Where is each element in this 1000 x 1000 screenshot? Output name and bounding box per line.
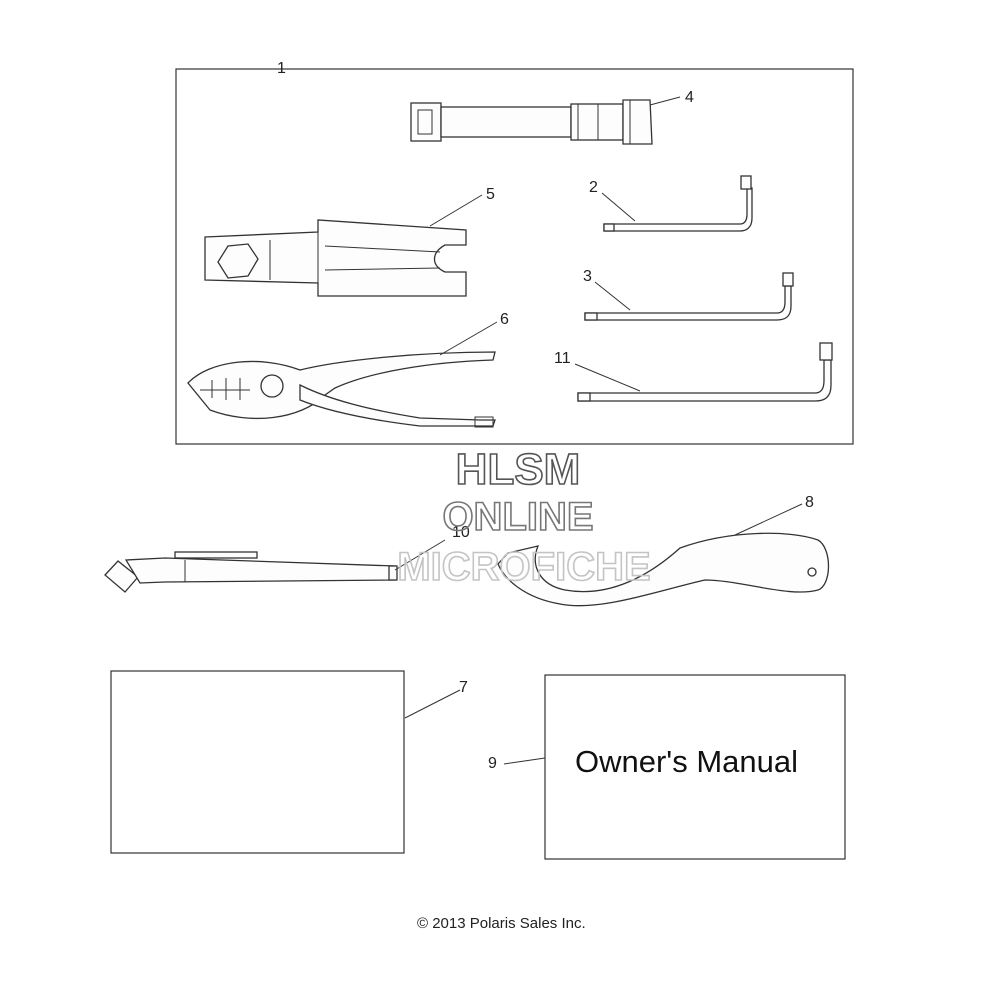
socket-extension-tool	[410, 99, 653, 145]
callout-7: 7	[459, 679, 468, 696]
callout-10: 10	[452, 524, 470, 541]
callout-6: 6	[500, 311, 509, 328]
owners-manual	[544, 674, 846, 860]
callout-1: 1	[277, 60, 286, 77]
hex-key-small	[603, 175, 753, 232]
leader-lines	[394, 96, 803, 765]
manual-title: Owner's Manual	[575, 744, 798, 779]
pliers-tool	[187, 351, 496, 428]
spanner-wrench	[497, 532, 830, 607]
watermark: HLSM ONLINE MICROFICHE	[397, 444, 652, 590]
callout-numbers: 1 2 3 4 5 6 7 8 9 10 11	[277, 60, 814, 772]
tool-kit-outline	[175, 68, 854, 445]
callout-9: 9	[488, 755, 497, 772]
callout-11: 11	[554, 350, 571, 367]
callout-4: 4	[685, 89, 694, 106]
hex-wrench-tool	[204, 219, 467, 297]
copyright: © 2013 Polaris Sales Inc.	[417, 915, 586, 932]
callout-5: 5	[486, 186, 495, 203]
watermark-line-1: HLSM	[456, 445, 581, 494]
watermark-line-2: ONLINE	[442, 495, 593, 539]
callout-8: 8	[805, 494, 814, 511]
hex-key-medium	[584, 272, 794, 321]
callout-2: 2	[589, 179, 598, 196]
hex-key-large	[577, 342, 833, 402]
callout-3: 3	[583, 268, 592, 285]
watermark-line-3: MICROFICHE	[397, 545, 650, 589]
blank-booklet	[110, 670, 405, 854]
angled-head-tool	[104, 551, 398, 593]
